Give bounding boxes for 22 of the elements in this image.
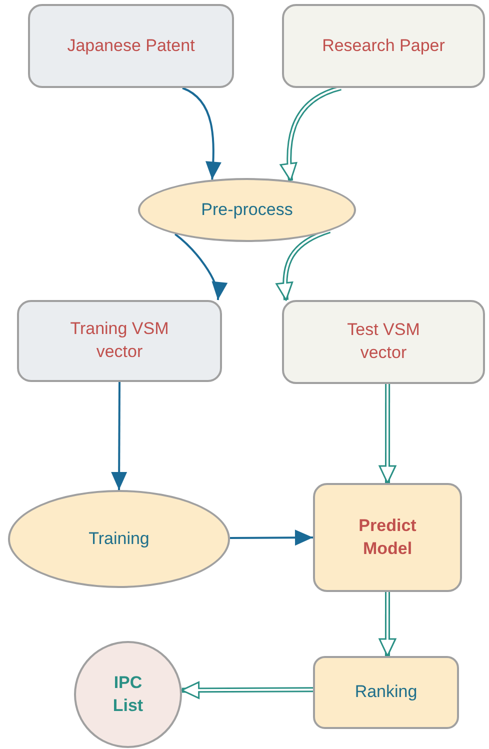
process-box [313, 656, 459, 729]
model-box [313, 483, 462, 592]
arrow [182, 87, 222, 180]
node-label: Traning VSM vector [69, 318, 170, 363]
arrow [230, 530, 313, 546]
arrow [111, 382, 128, 490]
node-label: Pre-process [201, 198, 293, 221]
node-label: Japanese Patent [67, 34, 195, 57]
source-box [282, 4, 485, 88]
node-label: IPC List [112, 672, 144, 716]
vector-box [282, 300, 485, 384]
arrow [181, 681, 313, 699]
source-box [28, 4, 234, 88]
arrow [174, 233, 226, 300]
vector-box [17, 300, 222, 382]
node-label: Training [88, 528, 150, 550]
node-label: Research Paper [322, 34, 445, 57]
arrow [378, 592, 396, 657]
arrow [378, 384, 396, 484]
node-label: Test VSM vector [346, 319, 421, 364]
node-label: Ranking [354, 681, 418, 704]
node-label: Predict Model [358, 514, 418, 560]
